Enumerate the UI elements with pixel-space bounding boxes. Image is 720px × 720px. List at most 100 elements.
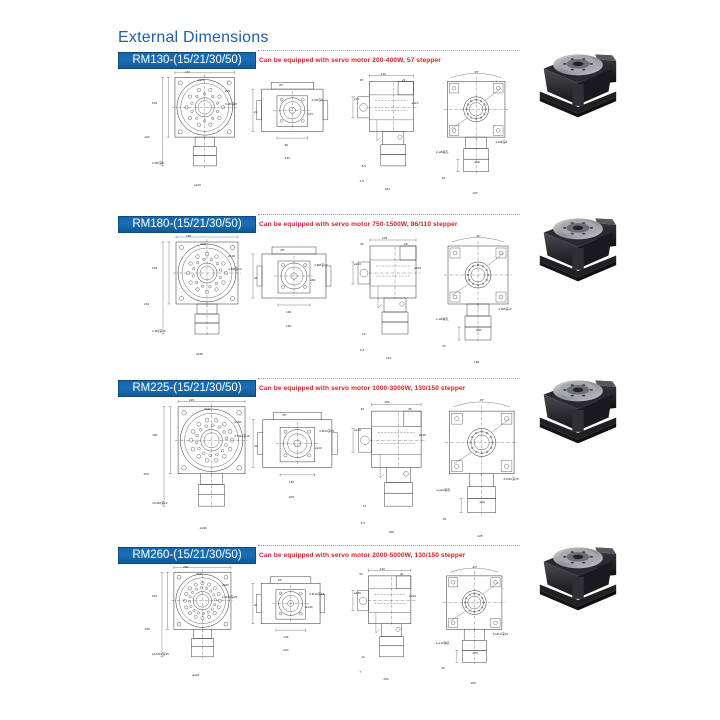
rm130-product-photo [530, 40, 626, 124]
dimension-label: 4-M10深15 [503, 476, 519, 481]
dimension-label: 6.5 [360, 521, 365, 526]
page-title: External Dimensions [118, 29, 269, 46]
dimension-label: 45° [277, 577, 283, 582]
dimension-label: ø70 [472, 651, 478, 656]
dimension-label: 180 [186, 234, 192, 238]
model-badge-rm260[interactable]: RM260-(15/21/30/50) [118, 547, 256, 564]
dimension-label: 4-M10深15 [234, 433, 250, 438]
dimension-label: 45° [280, 248, 285, 252]
dimension-label: ø70 [224, 89, 231, 94]
dimension-label: ø70 [353, 96, 360, 101]
rm260-product-photo [530, 533, 626, 617]
dimension-label: ø180 [221, 583, 229, 588]
motor-compatibility-note-rm225: Can be equipped with servo motor 1000-30… [259, 385, 466, 392]
dimension-label: 210 [379, 566, 385, 571]
dimension-label: ø190 [199, 525, 207, 530]
dimension-label: 25 [359, 77, 364, 82]
dimension-label: 22.5 [200, 242, 207, 246]
dimension-label: 4-M6深8 [311, 97, 324, 102]
section-separator [258, 50, 520, 51]
dimension-label: ø50 [476, 328, 482, 332]
dimension-label: 225 [188, 398, 195, 403]
dimension-label: ø110 [411, 100, 419, 105]
dimension-label: 4-M6深8 [495, 140, 508, 145]
dimension-label: 180 [474, 360, 480, 364]
dimension-label: 130 [184, 69, 190, 74]
dimension-label: 100 [286, 310, 292, 314]
dimension-label: 130 [380, 71, 386, 76]
dimension-label: 40 [399, 572, 404, 577]
model-badge-rm130[interactable]: RM130-(15/21/30/50) [118, 52, 256, 69]
dimension-label: 330 [383, 677, 389, 682]
dimension-label: 45° [476, 234, 481, 238]
dimension-label: 45° [278, 83, 284, 88]
dimension-label: 242 [144, 302, 150, 306]
dimension-label: 35 [442, 344, 446, 348]
dimension-label: ø160 [354, 428, 362, 433]
dimension-label: 4-M8深12 [498, 307, 512, 311]
dimension-label: 14 [361, 655, 365, 659]
dimension-label: 10 [362, 332, 366, 336]
dimension-label: 45 [442, 516, 447, 521]
dimension-label: 4-M8深12 [314, 263, 328, 267]
dimension-label: ø110 [194, 183, 201, 188]
dimension-label: ø140 [305, 605, 313, 610]
dimension-label: ø180 [353, 590, 361, 595]
dimension-label: 22.5 [196, 572, 203, 577]
dimension-label: ø150 [414, 266, 422, 270]
dimension-label: ø120 [314, 445, 322, 450]
dimension-label: 7 [359, 669, 362, 674]
dimension-label: 225 [477, 534, 483, 539]
dimension-label: 145 [152, 266, 158, 270]
dimension-label: 2-ø8销孔 [436, 317, 449, 321]
dimension-label: 22 [253, 110, 258, 115]
section-separator [258, 378, 520, 379]
dimension-label: 182 [144, 135, 150, 140]
dimension-label: 22.5 [198, 77, 205, 82]
section-separator [258, 214, 520, 215]
dimension-label: 80 [284, 142, 289, 147]
model-badge-rm180[interactable]: RM180-(15/21/30/50) [118, 216, 256, 233]
dimension-label: 50 [441, 666, 445, 671]
motor-compatibility-note-rm180: Can be equipped with servo motor 750-150… [259, 221, 458, 228]
dimension-label: 4-M8深12 [228, 267, 242, 271]
dimension-label: 4-M10深15 [318, 429, 335, 434]
dimension-label: 182 [384, 187, 390, 192]
dimension-label: 50 [359, 572, 363, 577]
dimension-label: 10-M8深12 [152, 500, 168, 505]
model-badge-rm225[interactable]: RM225-(15/21/30/50) [118, 380, 256, 397]
drawing-bottom-view-rm180: 45° 2-ø8销孔 ø50 4-M8深12 35 180 [432, 232, 524, 366]
motor-compatibility-note-rm260: Can be equipped with servo motor 2000-50… [259, 552, 466, 559]
dimension-label: 4-M10深15 [492, 632, 509, 637]
dimension-label: 45° [472, 564, 478, 569]
dimension-label: 180 [286, 324, 292, 328]
dimension-label: ø150 [196, 352, 204, 356]
dimension-label: 42 [253, 603, 258, 608]
dimension-label: 22 [401, 77, 406, 82]
dimension-label: 35 [408, 406, 412, 411]
dimension-label: 145 [283, 634, 289, 639]
dimension-label: 4-M10深15 [309, 591, 325, 596]
dimension-label: 5.5 [360, 348, 365, 352]
dimension-label: 4.5 [359, 179, 364, 184]
dimension-label: ø120 [354, 262, 362, 266]
dimension-label: 330 [144, 627, 150, 632]
dimension-label: 305 [388, 529, 394, 534]
dimension-label: 180 [384, 400, 390, 405]
dimension-label: 45° [474, 69, 479, 74]
rm180-product-photo [530, 204, 626, 288]
dimension-label: 4-M10深15 [221, 595, 238, 600]
dimension-label: 45° [479, 398, 485, 403]
motor-compatibility-note-rm130: Can be equipped with servo motor 200-400… [259, 57, 441, 64]
dimension-label: 2-M6深10 [152, 329, 166, 333]
